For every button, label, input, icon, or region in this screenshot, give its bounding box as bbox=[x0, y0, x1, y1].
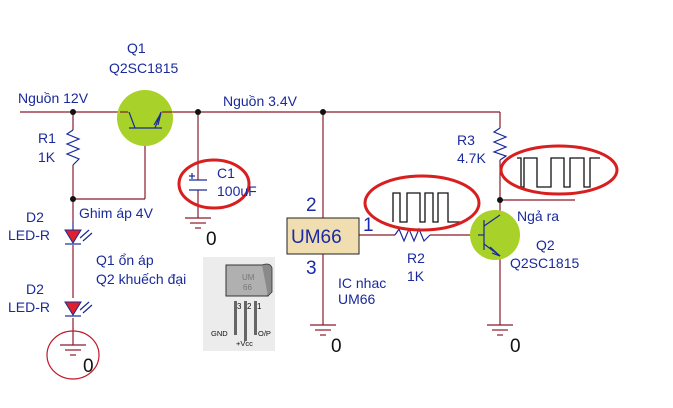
pinout-pin3: 3 bbox=[237, 302, 242, 311]
led-light-arrow-icon bbox=[82, 232, 93, 242]
ic-name-label: UM66 bbox=[291, 227, 342, 248]
pinout-out-label: O/P bbox=[258, 329, 271, 338]
pinout-pin1: 1 bbox=[257, 302, 262, 311]
r1-value-label: 1K bbox=[38, 149, 56, 165]
resistor-r1[interactable] bbox=[65, 129, 81, 166]
capacitor-c1[interactable] bbox=[189, 173, 207, 191]
c1-ref-label: C1 bbox=[217, 165, 235, 181]
ground-label-q2: 0 bbox=[510, 336, 521, 357]
pinout-lead-3 bbox=[234, 301, 237, 335]
r2-ref-label: R2 bbox=[407, 250, 425, 266]
junction-dot bbox=[195, 109, 201, 115]
q1-highlight bbox=[117, 90, 173, 146]
ic-pin-gnd-label: 3 bbox=[306, 258, 317, 279]
clamp-annotation: Ghim áp 4V bbox=[79, 205, 154, 221]
d2b-part-label: LED-R bbox=[8, 299, 50, 315]
led-triangle bbox=[64, 229, 82, 244]
pinout-vcc-label: +Vcc bbox=[236, 339, 253, 348]
ground-q2 bbox=[487, 324, 513, 336]
pinout-lead-2 bbox=[244, 301, 247, 341]
d2a-ref-label: D2 bbox=[26, 209, 44, 225]
q2-highlight bbox=[470, 210, 520, 260]
r3-value-label: 4.7K bbox=[457, 150, 486, 166]
c1-value-label: 100uF bbox=[217, 183, 257, 199]
led-d2-lower[interactable] bbox=[64, 301, 93, 317]
pinout-lead-1 bbox=[254, 301, 257, 335]
highlight-ring-c1 bbox=[177, 158, 251, 210]
junctions bbox=[70, 109, 503, 203]
pinout-body-line1: UM bbox=[242, 273, 255, 282]
highlight-ring-ic-wave bbox=[363, 174, 481, 232]
output-annotation: Ngả ra bbox=[517, 208, 559, 224]
ic-desc-line1: IC nhac bbox=[338, 275, 386, 291]
junction-dot bbox=[70, 196, 76, 202]
d2b-ref-label: D2 bbox=[26, 281, 44, 297]
transistor-q1[interactable] bbox=[117, 90, 173, 146]
waveform-amplified-output bbox=[517, 157, 600, 188]
junction-dot bbox=[497, 197, 503, 203]
q2-part-label: Q2SC1815 bbox=[510, 255, 579, 271]
led-light-arrow-icon bbox=[82, 304, 93, 314]
q1-emitter-arrow-icon bbox=[153, 112, 162, 126]
r3-ref-label: R3 bbox=[457, 132, 475, 148]
junction-dot bbox=[320, 109, 326, 115]
highlight-ring-led-ground bbox=[46, 330, 100, 380]
ground-label-ic: 0 bbox=[331, 336, 342, 357]
q2-emitter-arrow-icon bbox=[489, 246, 501, 257]
pinout-package-side bbox=[261, 263, 273, 297]
ground-label-led: 0 bbox=[83, 356, 94, 377]
led-triangle bbox=[64, 301, 82, 316]
resistor-r3[interactable] bbox=[492, 127, 508, 161]
ic-desc-line2: UM66 bbox=[338, 291, 376, 307]
q2-ref-label: Q2 bbox=[536, 237, 555, 253]
ic-um66-body[interactable] bbox=[286, 217, 360, 255]
junction-dot bbox=[70, 109, 76, 115]
ground-label-c1: 0 bbox=[206, 229, 217, 250]
q2-collector bbox=[483, 214, 501, 227]
rail-12v-label: Nguồn 12V bbox=[18, 90, 89, 106]
ground-ic bbox=[310, 324, 336, 336]
q1-part-label: Q2SC1815 bbox=[109, 60, 178, 76]
transistor-q2[interactable] bbox=[470, 210, 520, 260]
ground-c1 bbox=[185, 217, 211, 229]
ic-pin-vcc-label: 2 bbox=[306, 195, 317, 216]
highlight-ring-out-wave bbox=[499, 144, 619, 196]
role-annotation-q2: Q2 khuếch đại bbox=[96, 271, 186, 287]
resistor-r2[interactable] bbox=[394, 227, 431, 243]
q1-collector bbox=[128, 111, 136, 129]
led-d2-upper[interactable] bbox=[64, 222, 93, 245]
ic-pin-out-label: 1 bbox=[363, 215, 374, 236]
r1-ref-label: R1 bbox=[38, 130, 56, 146]
um66-pinout-image: UM 66 3 2 1 GND +Vcc O/P bbox=[203, 257, 275, 351]
rail-3v4-label: Nguồn 3.4V bbox=[223, 93, 298, 109]
pinout-body-line2: 66 bbox=[243, 283, 252, 292]
q1-ref-label: Q1 bbox=[127, 40, 146, 56]
ground-led bbox=[60, 344, 86, 356]
pinout-pin2: 2 bbox=[247, 302, 252, 311]
pinout-gnd-label: GND bbox=[211, 329, 228, 338]
role-annotation-q1: Q1 ổn áp bbox=[96, 252, 154, 268]
d2a-part-label: LED-R bbox=[8, 227, 50, 243]
r2-value-label: 1K bbox=[407, 268, 425, 284]
led-light-arrow-icon bbox=[79, 301, 90, 311]
led-light-arrow-icon bbox=[79, 229, 90, 239]
waveform-ic-output bbox=[392, 192, 460, 223]
